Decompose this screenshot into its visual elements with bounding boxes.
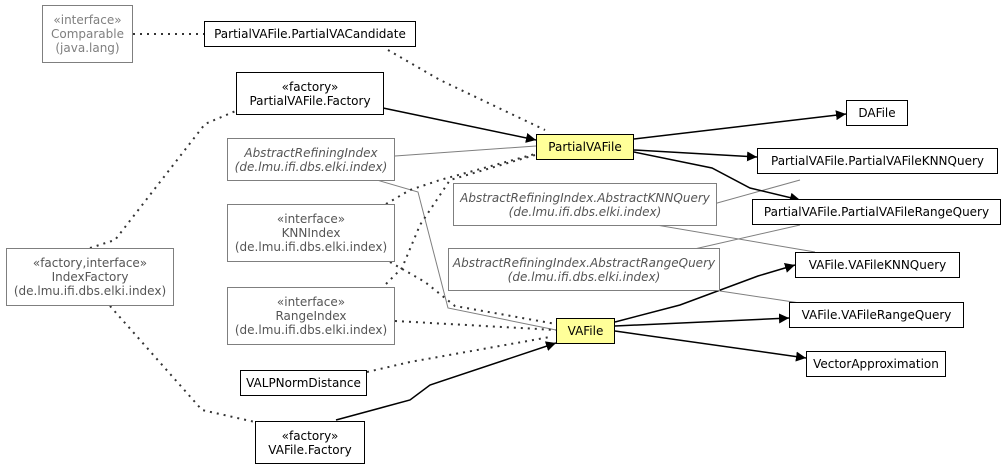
node-name: KNNIndex: [281, 226, 341, 240]
node-vafile-rangequery[interactable]: VAFile.VAFileRangeQuery: [789, 302, 964, 328]
node-partialvafile[interactable]: PartialVAFile: [536, 134, 634, 160]
node-vafile-factory[interactable]: «factory» VAFile.Factory: [255, 421, 365, 464]
stereotype-label: «factory»: [281, 428, 339, 443]
edge-vafactory-vafile: [335, 341, 557, 421]
node-indexfactory[interactable]: «factory,interface» IndexFactory (de.lmu…: [6, 248, 174, 306]
edge-abstractrefining-pvafile: [394, 145, 537, 157]
node-name: AbstractRefiningIndex: [244, 145, 378, 160]
node-name: DAFile: [858, 106, 896, 120]
node-name: PartialVAFile.PartialVAFileKNNQuery: [771, 154, 984, 168]
node-vafile[interactable]: VAFile: [556, 318, 615, 344]
edge-vafile-vaferange: [614, 313, 790, 327]
edge-vafile-vectorapprox: [614, 330, 807, 362]
edge-pvafile-pvaknn: [633, 149, 758, 162]
edge-pvafactory-pvafile: [382, 107, 537, 143]
node-name: VAFile.Factory: [268, 442, 352, 457]
edge-indexfactory-vafactory: [109, 305, 256, 423]
edge-pvafile-pvarange: [633, 151, 801, 203]
node-dafile[interactable]: DAFile: [846, 100, 908, 126]
node-abstractrangequery[interactable]: AbstractRefiningIndex.AbstractRangeQuery…: [448, 248, 720, 291]
stereotype-label: «interface»: [53, 13, 122, 27]
node-partialvafile-rangequery[interactable]: PartialVAFile.PartialVAFileRangeQuery: [752, 199, 1001, 225]
edge-knnindex-pvafile: [385, 153, 536, 205]
node-name: PartialVAFile: [548, 140, 622, 154]
node-comparable[interactable]: «interface» Comparable (java.lang): [42, 5, 133, 63]
package-label: (de.lmu.ifi.dbs.elki.index): [507, 269, 661, 284]
node-name: Comparable: [50, 27, 124, 41]
node-name: VectorApproximation: [813, 357, 939, 371]
edge-rangeindex-pvafile: [385, 154, 536, 285]
node-abstractrefiningindex[interactable]: AbstractRefiningIndex (de.lmu.ifi.dbs.el…: [227, 138, 395, 181]
edge-indexfactory-pvafactory: [89, 109, 239, 249]
node-name: VAFile: [567, 324, 604, 338]
node-knnindex[interactable]: «interface» KNNIndex (de.lmu.ifi.dbs.elk…: [227, 204, 395, 262]
package-label: (de.lmu.ifi.dbs.elki.index): [234, 159, 388, 174]
edge-pvafile-dafile: [633, 110, 847, 140]
node-valpnormdistance[interactable]: VALPNormDistance: [240, 370, 367, 396]
edge-arirange-pvarange: [689, 224, 801, 251]
node-partialvafile-knnquery[interactable]: PartialVAFile.PartialVAFileKNNQuery: [757, 148, 998, 174]
node-name: PartialVAFile.PartialVACandidate: [214, 27, 406, 41]
stereotype-label: «factory,interface»: [32, 256, 148, 270]
node-name: VAFile.VAFileRangeQuery: [801, 308, 952, 322]
edge-rangeindex-vafile: [394, 320, 557, 331]
stereotype-label: «interface»: [276, 295, 346, 309]
node-name: IndexFactory: [51, 270, 129, 284]
edge-ariknn-pvaknn: [709, 179, 801, 206]
edge-candidate-pvafile: [387, 49, 546, 131]
node-partialvafile-factory[interactable]: «factory» PartialVAFile.Factory: [236, 72, 384, 115]
edge-valpnorm-vafile: [366, 336, 551, 373]
node-vectorapproximation[interactable]: VectorApproximation: [806, 351, 946, 377]
node-name: PartialVAFile.Factory: [249, 93, 371, 108]
node-rangeindex[interactable]: «interface» RangeIndex (de.lmu.ifi.dbs.e…: [227, 287, 395, 345]
node-vafile-knnquery[interactable]: VAFile.VAFileKNNQuery: [795, 252, 960, 278]
node-partialvacandidate[interactable]: PartialVAFile.PartialVACandidate: [204, 21, 416, 47]
package-label: (de.lmu.ifi.dbs.elki.index): [234, 240, 388, 254]
package-label: (de.lmu.ifi.dbs.elki.index): [508, 204, 662, 219]
node-abstractknnquery[interactable]: AbstractRefiningIndex.AbstractKNNQuery (…: [453, 183, 717, 226]
node-name: PartialVAFile.PartialVAFileRangeQuery: [763, 205, 990, 219]
node-name: RangeIndex: [275, 309, 347, 323]
node-name: VAFile.VAFileKNNQuery: [808, 258, 947, 272]
package-label: (de.lmu.ifi.dbs.elki.index): [13, 284, 167, 298]
edge-arirange-vaferange: [719, 290, 801, 304]
node-name: AbstractRefiningIndex.AbstractKNNQuery: [460, 190, 710, 205]
stereotype-label: «factory»: [281, 79, 339, 94]
stereotype-label: «interface»: [276, 212, 346, 226]
node-name: AbstractRefiningIndex.AbstractRangeQuery: [452, 255, 716, 270]
package-label: (java.lang): [55, 41, 120, 55]
package-label: (de.lmu.ifi.dbs.elki.index): [234, 323, 388, 337]
edge-abstractrefining-vafile: [369, 177, 557, 331]
node-name: VALPNormDistance: [246, 376, 361, 390]
